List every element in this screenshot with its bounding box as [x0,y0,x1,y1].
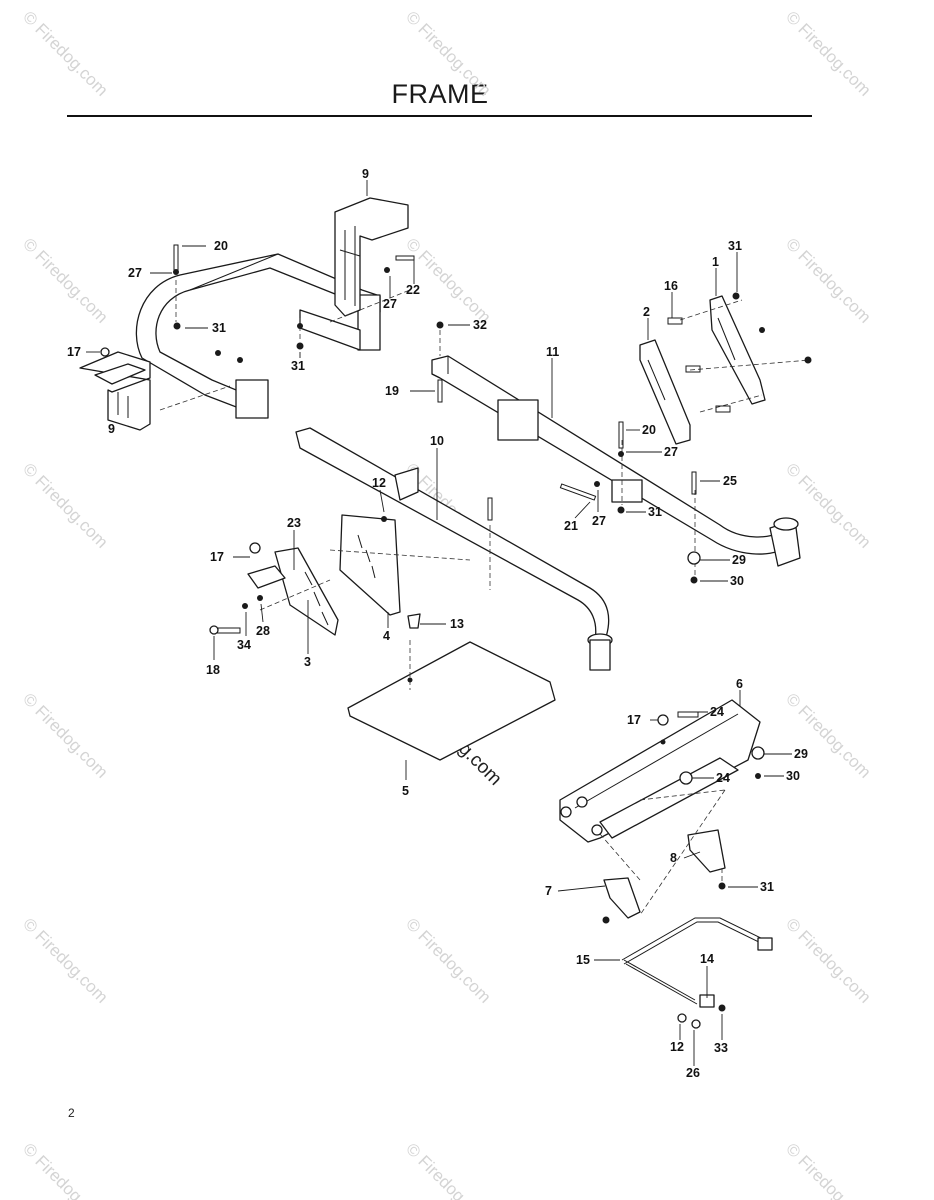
bracket-lower-left [79,351,151,431]
callout-7: 7 [545,884,552,898]
watermark-layer: © Firedog.com © Firedog.com © Firedog.co… [19,7,874,1200]
callout-30-lower: 30 [786,769,800,783]
callout-14: 14 [700,952,714,966]
callout-12-lower: 12 [670,1040,684,1054]
fasteners [100,244,812,1029]
callout-31-right: 31 [648,505,662,519]
callout-17-lower: 17 [627,713,641,727]
callout-4: 4 [383,629,390,643]
callout-33: 33 [714,1041,728,1055]
callout-22: 22 [406,283,420,297]
callout-27-right: 27 [664,445,678,459]
callout-21: 21 [564,519,578,533]
callout-26: 26 [686,1066,700,1080]
adjuster-plates [247,514,401,636]
callout-9-lower: 9 [108,422,115,436]
title-rule [67,115,812,117]
callout-24-lower: 24 [716,771,730,785]
callout-1: 1 [712,255,719,269]
watermark: © Firedog.com [19,234,111,326]
callouts: 9 20 27 31 17 9 31 27 22 32 19 11 16 1 3… [67,167,808,1080]
callout-13: 13 [450,617,464,631]
watermark: © Firedog.com [19,7,111,99]
callout-12-upper: 12 [372,476,386,490]
callout-31-bottom: 31 [760,880,774,894]
callout-18: 18 [206,663,220,677]
frame-rail [431,355,801,567]
callout-24-upper: 24 [710,705,724,719]
callout-27-left: 27 [128,266,142,280]
callout-17-left: 17 [67,345,81,359]
callout-30-upper: 30 [730,574,744,588]
callout-16: 16 [664,279,678,293]
leader-lines [86,180,792,1066]
linkage-rod [621,917,773,1008]
side-plates [639,295,766,445]
watermark: © Firedog.com [19,459,111,551]
small-brackets [603,829,726,919]
watermark: © Firedog.com [782,689,874,781]
callout-15: 15 [576,953,590,967]
watermark: © Firedog.com [782,914,874,1006]
callout-11: 11 [546,345,559,359]
callout-17-mid: 17 [210,550,224,564]
lower-frame-rail [295,427,613,671]
callout-27-lower-right: 27 [592,514,606,528]
watermark: © Firedog.com [19,914,111,1006]
callout-10: 10 [430,434,444,448]
callout-9-upper: 9 [362,167,369,181]
callout-25: 25 [723,474,737,488]
floor-plate [347,641,556,761]
callout-8: 8 [670,851,677,865]
callout-32: 32 [473,318,487,332]
callout-29-lower: 29 [794,747,808,761]
callout-31-left: 31 [212,321,226,335]
page-number: 2 [68,1106,75,1120]
bracket-upper [334,197,409,317]
watermark: © Firedog.com [19,1139,111,1200]
callout-19: 19 [385,384,399,398]
watermark: © Firedog.com [402,234,494,326]
callout-20-right: 20 [642,423,656,437]
callout-27-mid: 27 [383,297,397,311]
watermark: © Firedog.com [19,689,111,781]
callout-34: 34 [237,638,251,652]
watermark: © Firedog.com [782,7,874,99]
callout-3: 3 [304,655,311,669]
assembly-lines [159,280,811,916]
page-title: FRAME [391,79,489,109]
callout-20-upper: 20 [214,239,228,253]
callout-6: 6 [736,677,743,691]
callout-2: 2 [643,305,650,319]
watermark: © Firedog.com [402,914,494,1006]
callout-29-upper: 29 [732,553,746,567]
watermark: © Firedog.com [782,1139,874,1200]
callout-5: 5 [402,784,409,798]
callout-31-mid: 31 [291,359,305,373]
watermark: © Firedog.com [402,1139,494,1200]
watermark: © Firedog.com [402,7,494,99]
watermark: © Firedog.com [782,234,874,326]
callout-31-top-right: 31 [728,239,742,253]
callout-23: 23 [287,516,301,530]
callout-28: 28 [256,624,270,638]
